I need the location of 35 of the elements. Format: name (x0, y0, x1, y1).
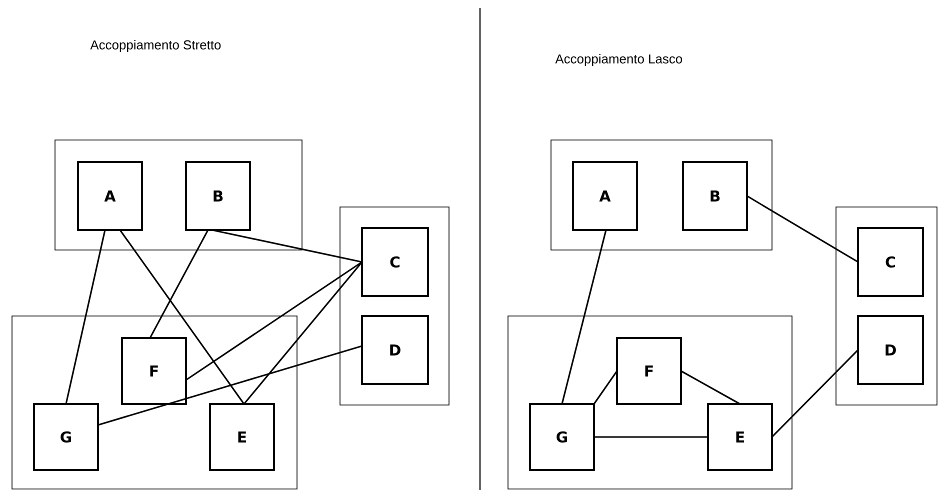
group-frame (550, 140, 772, 250)
letter-box: E (707, 403, 773, 471)
connector-line (680, 370, 740, 405)
group-frame (836, 206, 938, 406)
letter-box: F (121, 337, 187, 405)
connector-line (593, 370, 618, 404)
letter-box: A (572, 161, 638, 231)
letter-box: D (361, 315, 429, 385)
group-frame (508, 316, 792, 490)
letter-box: B (682, 161, 748, 231)
letter-box: E (209, 403, 275, 471)
connector-line (149, 230, 209, 338)
letter-box: G (33, 403, 99, 471)
connector-line (65, 230, 106, 404)
letter-box: C (361, 227, 429, 297)
letter-box: A (77, 161, 143, 231)
panel-heading: Accoppiamento Stretto (90, 40, 221, 52)
letter-box: B (185, 161, 251, 231)
connector-line (243, 261, 363, 404)
connector-line (746, 195, 858, 263)
panel-heading: Accoppiamento Lasco (555, 54, 682, 66)
letter-box: D (857, 315, 924, 385)
connector-line (212, 229, 362, 263)
group-frame (340, 206, 450, 406)
connector-line (119, 230, 245, 404)
letter-box: C (857, 227, 924, 297)
connector-line (186, 261, 362, 381)
connector-line (594, 436, 708, 438)
connector-line (98, 345, 362, 426)
letter-box: G (529, 403, 595, 471)
group-frame (12, 316, 298, 490)
letter-box: F (616, 337, 682, 405)
connector-line (561, 230, 607, 404)
connector-line (771, 349, 859, 438)
group-frame (54, 140, 302, 250)
